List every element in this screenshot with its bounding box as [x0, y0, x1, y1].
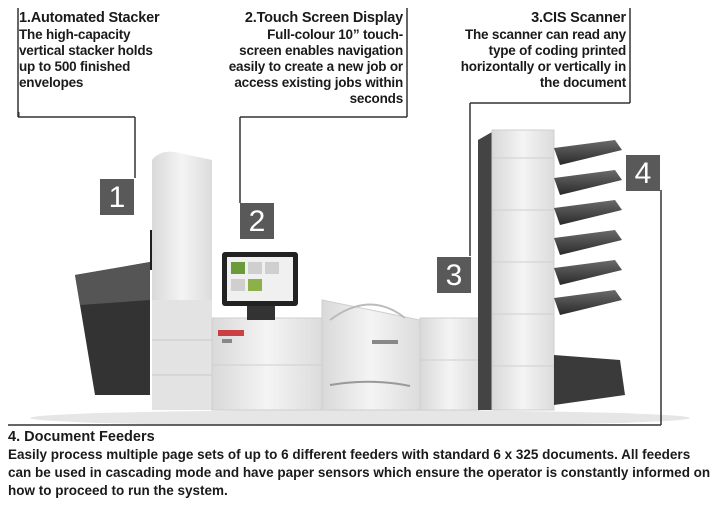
document-feeders-section: 4. Document Feeders Easily process multi… — [8, 429, 713, 500]
marker-2: 2 — [240, 203, 274, 239]
callout-description: The high-capacity vertical stacker holds… — [19, 27, 153, 90]
section-description: Easily process multiple page sets of up … — [8, 447, 711, 498]
callout-title: 1.Automated Stacker — [19, 10, 160, 26]
callout-title: 3.CIS Scanner — [531, 10, 626, 26]
marker-1: 1 — [100, 179, 134, 215]
machine-illustration — [8, 8, 690, 426]
main-body — [211, 317, 323, 411]
feeder-tower — [478, 129, 555, 411]
transport-block — [419, 317, 481, 411]
stacker-tower — [152, 151, 212, 410]
section-title: 4. Document Feeders — [8, 429, 155, 445]
callout-automated-stacker: 1.Automated Stacker The high-capacity ve… — [19, 10, 219, 91]
callout-touch-screen: 2.Touch Screen Display Full-colour 10” t… — [228, 10, 403, 107]
marker-4: 4 — [626, 155, 660, 191]
touch-screen — [222, 252, 298, 320]
callout-description: The scanner can read any type of coding … — [460, 27, 626, 90]
marker-3: 3 — [437, 257, 471, 293]
callout-description: Full-colour 10” touch-screen enables nav… — [228, 27, 403, 106]
callout-title: 2.Touch Screen Display — [244, 10, 403, 26]
feeder-trays — [554, 140, 625, 405]
callout-cis-scanner: 3.CIS Scanner The scanner can read any t… — [438, 10, 626, 91]
inserter-section — [321, 299, 421, 411]
